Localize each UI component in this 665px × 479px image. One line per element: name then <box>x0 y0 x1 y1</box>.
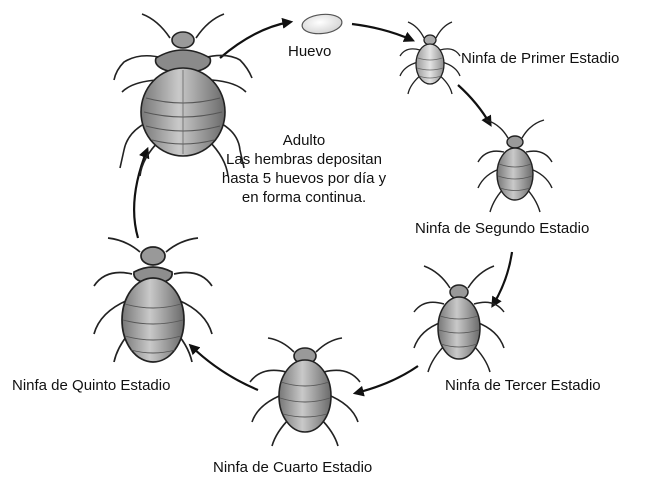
arrow-first-to-second <box>457 84 492 127</box>
label-egg: Huevo <box>288 43 332 60</box>
second-instar-illustration <box>477 119 553 213</box>
arrow-fifth-to-adult <box>133 146 150 239</box>
arrow-egg-to-first <box>351 22 416 42</box>
arrow-second-to-third <box>491 251 514 308</box>
arrow-third-to-fourth <box>352 365 419 397</box>
label-first-instar: Ninfa de Primer Estadio <box>461 50 620 67</box>
fifth-instar-illustration <box>93 237 213 363</box>
adult-title: Adulto <box>282 132 326 149</box>
adult-note-line-2: hasta 5 huevos por día y <box>221 170 387 187</box>
cycle-arrows <box>133 17 514 397</box>
egg-illustration <box>301 13 343 35</box>
arrow-fourth-to-fifth <box>188 343 259 392</box>
label-fifth-instar: Ninfa de Quinto Estadio <box>12 377 171 394</box>
adult-description: Adulto Las hembras depositan hasta 5 hue… <box>188 131 420 207</box>
third-instar-illustration <box>413 265 505 373</box>
first-instar-illustration <box>399 21 461 95</box>
label-second-instar: Ninfa de Segundo Estadio <box>415 220 590 237</box>
label-third-instar: Ninfa de Tercer Estadio <box>445 377 601 394</box>
label-fourth-instar: Ninfa de Cuarto Estadio <box>213 459 373 476</box>
arrow-adult-to-egg <box>219 17 294 59</box>
adult-note-line-1: Las hembras depositan <box>226 151 382 168</box>
adult-note-line-3: en forma continua. <box>241 189 367 206</box>
fourth-instar-illustration <box>249 337 361 447</box>
adult-bug-illustration <box>113 13 253 177</box>
